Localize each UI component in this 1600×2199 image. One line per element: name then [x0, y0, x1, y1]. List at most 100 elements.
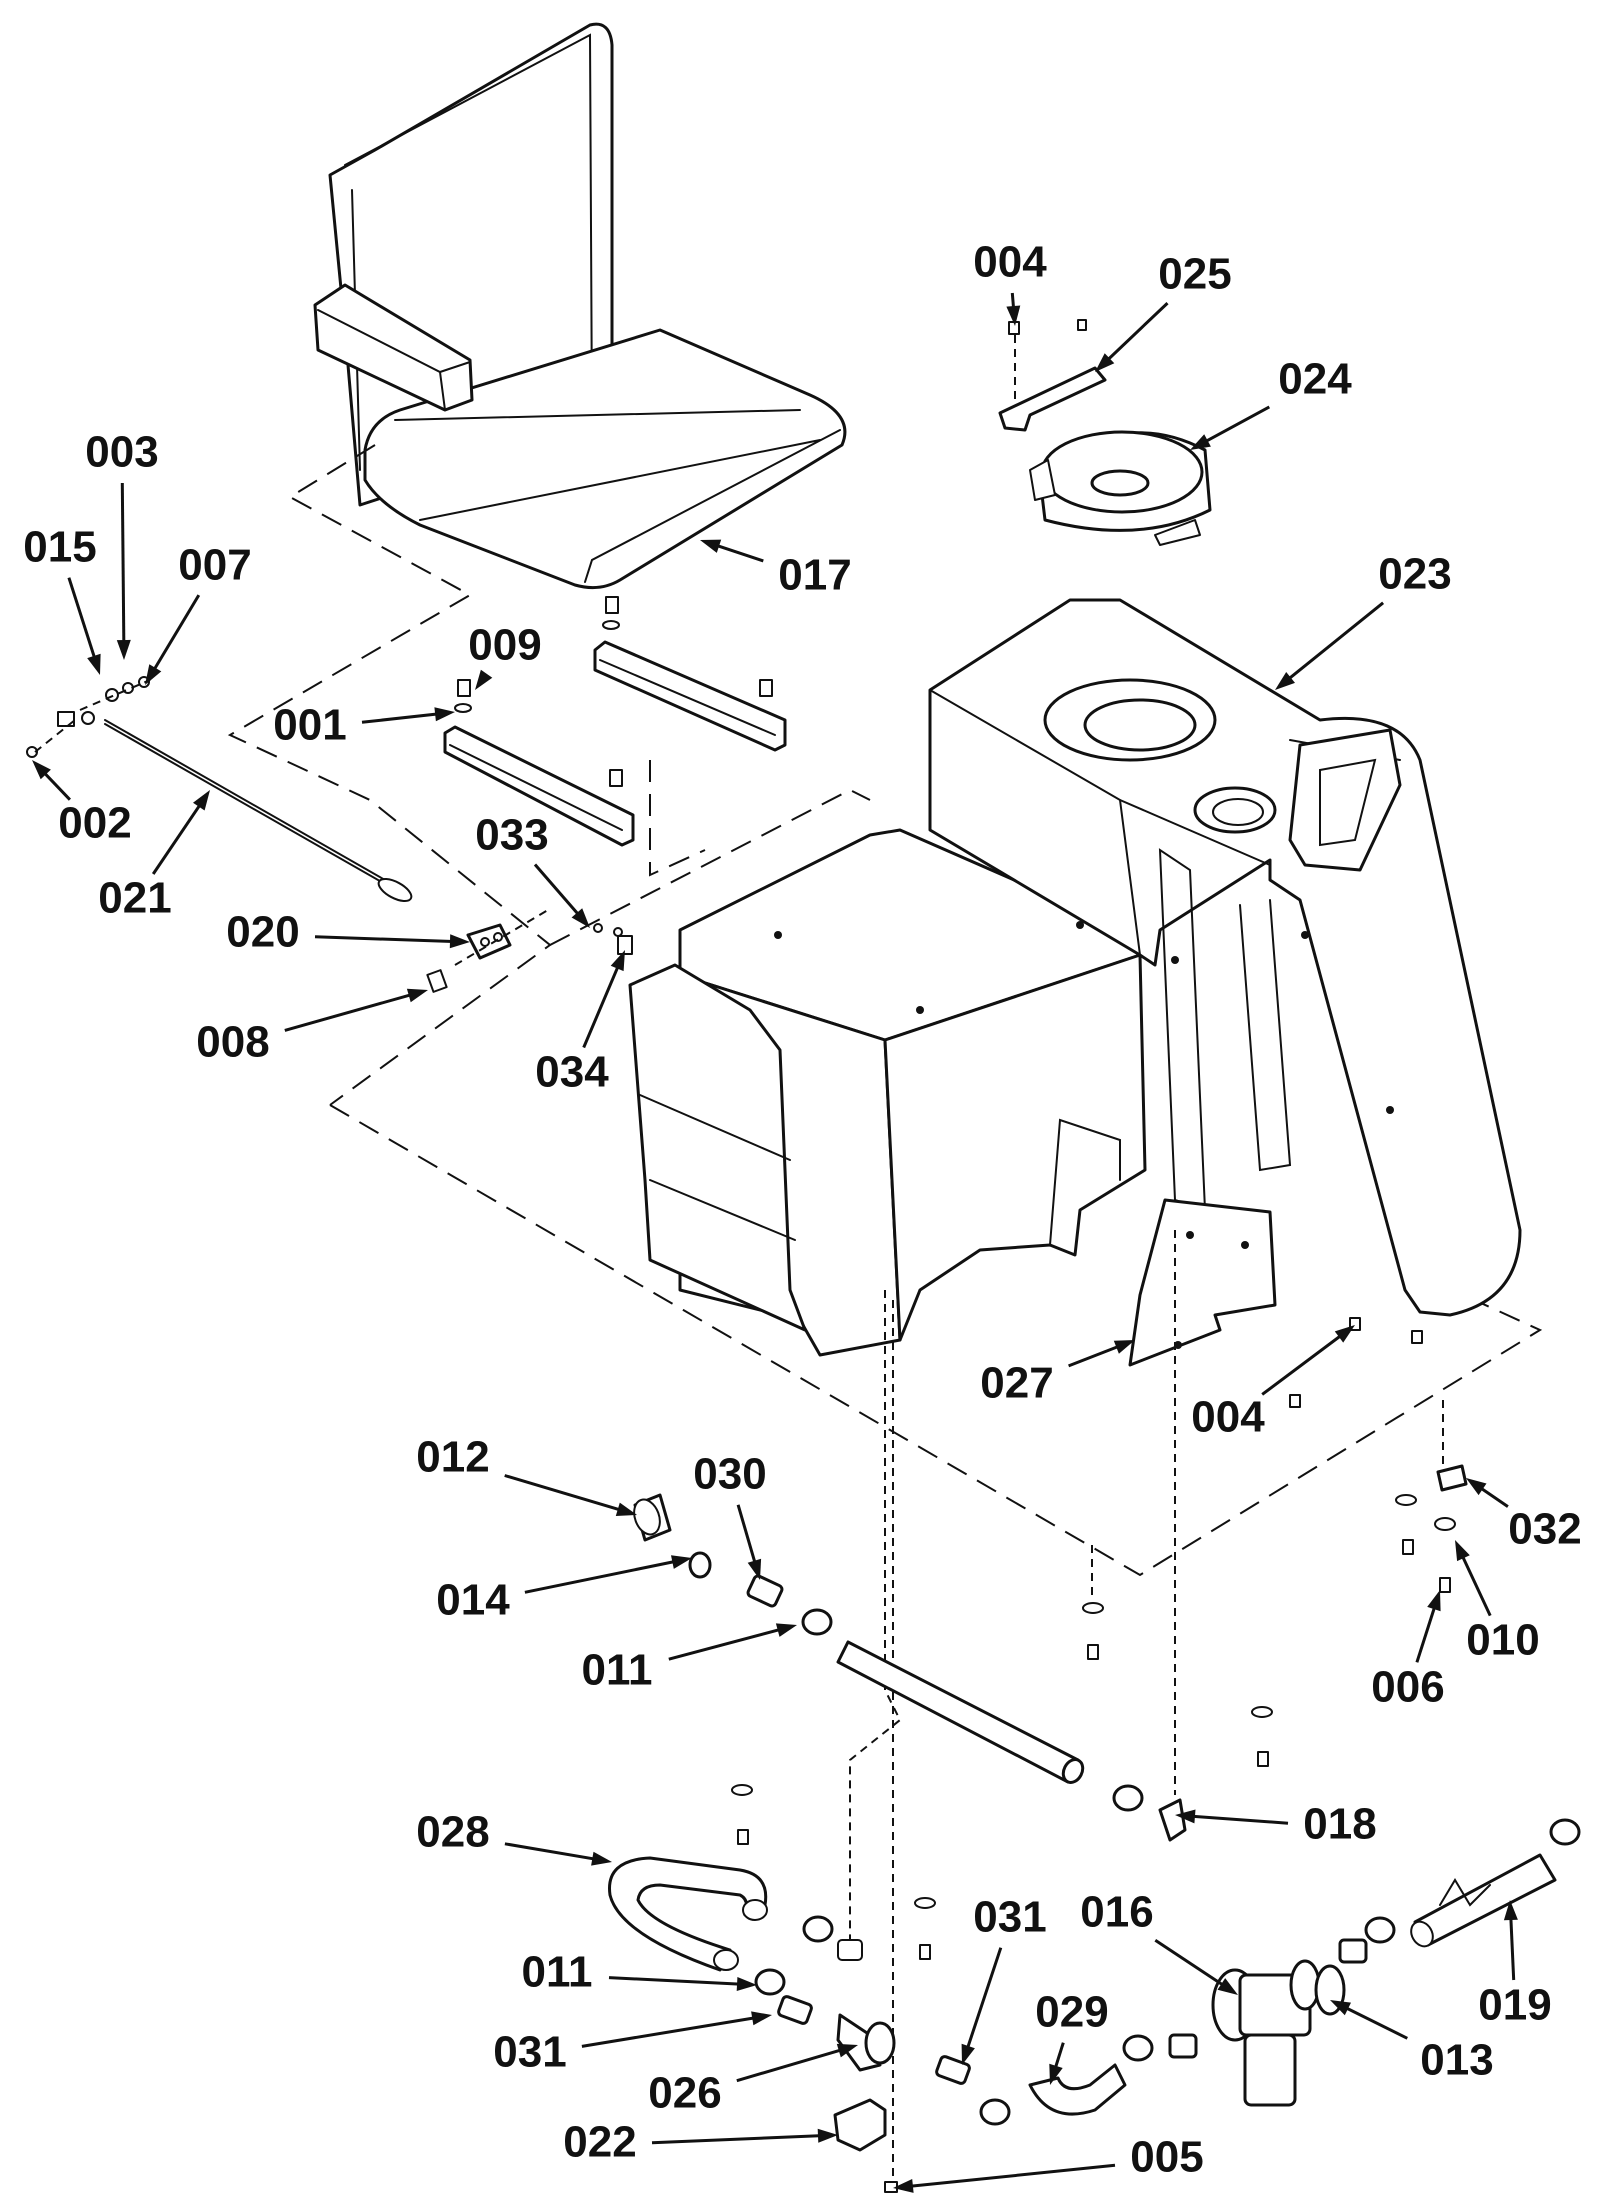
callout-label-c026: 026	[648, 2069, 721, 2118]
leader-arrowhead-c015	[87, 653, 101, 675]
leader-line-c011a	[668, 1626, 788, 1661]
leader-arrowhead-c016	[1217, 1978, 1238, 1995]
leader-arrowhead-c026	[836, 2043, 858, 2058]
leader-arrowhead-c004b	[1334, 1325, 1355, 1343]
callout-label-c031a: 031	[973, 1893, 1046, 1942]
leader-arrowhead-c001	[434, 707, 455, 722]
seat-footprint-dashes	[227, 444, 1543, 1577]
callout-label-c005: 005	[1130, 2133, 1203, 2182]
callout-label-c010: 010	[1466, 1616, 1539, 1665]
callout-label-c024: 024	[1278, 355, 1352, 404]
callout-label-c019: 019	[1478, 1981, 1551, 2030]
leader-line-c003	[120, 482, 126, 651]
leader-line-c010	[1457, 1548, 1492, 1617]
guard-plate	[1128, 1198, 1423, 1408]
callout-label-c016: 016	[1080, 1888, 1153, 1937]
callout-label-c020: 020	[226, 908, 299, 957]
leader-arrowhead-c022	[817, 2128, 838, 2143]
leader-line-c026	[736, 2046, 849, 2083]
leader-line-c016	[1154, 1939, 1231, 1991]
leader-arrowhead-c006	[1427, 1590, 1441, 1612]
leader-arrowhead-c024	[1190, 434, 1211, 450]
leader-arrowhead-c032	[1466, 1478, 1487, 1496]
leader-line-c015	[67, 577, 99, 666]
leader-line-c013	[1338, 2003, 1408, 2040]
leader-arrowhead-c033	[571, 908, 590, 928]
callout-label-c015: 015	[23, 523, 96, 572]
leader-arrowhead-c021	[193, 790, 210, 811]
leader-arrowhead-c034	[610, 950, 625, 972]
callout-label-c013: 013	[1420, 2036, 1493, 2085]
leader-line-c018	[1184, 1814, 1289, 1825]
seat-brackets	[443, 596, 787, 847]
cable-assembly	[26, 676, 633, 993]
leader-line-c021	[151, 797, 206, 875]
leader-arrowhead-c010	[1455, 1540, 1470, 1562]
leader-line-c030	[736, 1504, 759, 1571]
leader-arrowhead-c011a	[775, 1623, 797, 1637]
leader-arrowhead-c019	[1503, 1900, 1518, 1921]
leader-line-c025	[1101, 302, 1169, 367]
leader-line-c008	[284, 991, 419, 1032]
leader-arrowhead-c018	[1175, 1809, 1196, 1824]
leader-arrowhead-c023	[1275, 672, 1295, 690]
hose-hardware	[608, 1464, 1581, 2193]
leader-line-c004b	[1261, 1329, 1348, 1396]
callout-label-c023: 023	[1378, 550, 1451, 599]
leader-line-c027	[1068, 1342, 1127, 1368]
callout-label-c009: 009	[468, 621, 541, 670]
callout-label-c018: 018	[1303, 1800, 1376, 1849]
leader-line-c007	[148, 594, 201, 678]
leader-arrowhead-c014	[671, 1555, 692, 1569]
leader-arrowhead-c003	[116, 639, 131, 660]
leader-arrowhead-c028	[591, 1851, 612, 1866]
callout-label-c032: 032	[1508, 1505, 1581, 1554]
callout-label-c002: 002	[58, 799, 131, 848]
callout-label-c006: 006	[1371, 1663, 1444, 1712]
leader-arrowhead-c008	[406, 988, 428, 1003]
leader-line-c011b	[608, 1976, 748, 1986]
leader-line-c034	[582, 958, 623, 1049]
leader-arrowhead-c027	[1113, 1340, 1135, 1354]
leader-arrowhead-c029	[1049, 2063, 1063, 2085]
leader-arrowhead-c007	[145, 664, 162, 685]
leader-arrowhead-c020	[449, 934, 470, 949]
callout-label-c030: 030	[693, 1450, 766, 1499]
lid-bracket	[998, 319, 1107, 432]
callout-label-c004a: 004	[973, 238, 1047, 287]
callout-label-c021: 021	[98, 874, 171, 923]
callout-label-c008: 008	[196, 1018, 269, 1067]
leader-line-c020	[314, 935, 461, 944]
seat	[313, 22, 847, 590]
callout-label-c007: 007	[178, 541, 251, 590]
callout-label-c011a: 011	[582, 1646, 653, 1695]
leader-line-c001	[361, 711, 446, 724]
leader-line-c024	[1198, 405, 1271, 447]
callout-label-c029: 029	[1035, 1988, 1108, 2037]
leader-arrowhead-c011b	[736, 1977, 757, 1991]
leader-line-c022	[651, 2133, 829, 2145]
leader-arrowhead-c025	[1095, 353, 1115, 372]
leader-arrowhead-c013	[1330, 2000, 1351, 2016]
leader-line-c014	[524, 1558, 683, 1594]
leader-line-c006	[1415, 1599, 1439, 1663]
assembly-dashes	[849, 1230, 1444, 2185]
callout-label-c003: 003	[85, 428, 158, 477]
leader-arrowhead-c009	[475, 669, 493, 690]
callout-label-c028: 028	[416, 1808, 489, 1857]
leader-arrowhead-c031a	[961, 2043, 975, 2065]
leader-line-c031a	[963, 1947, 1003, 2056]
leader-line-c019	[1509, 1909, 1516, 1981]
leader-arrowhead-c030	[747, 1558, 762, 1580]
callout-label-c025: 025	[1158, 250, 1231, 299]
leader-line-c023	[1281, 601, 1385, 685]
leader-arrowhead-c002	[32, 760, 51, 780]
leader-arrowhead-c012	[615, 1502, 637, 1516]
leader-arrowhead-c005	[893, 2179, 914, 2193]
callout-label-c031b: 031	[493, 2028, 566, 2077]
leader-line-c005	[902, 2163, 1116, 2189]
callout-label-c014: 014	[436, 1576, 510, 1625]
callout-label-c022: 022	[563, 2118, 636, 2167]
callout-label-c001: 001	[273, 701, 346, 750]
